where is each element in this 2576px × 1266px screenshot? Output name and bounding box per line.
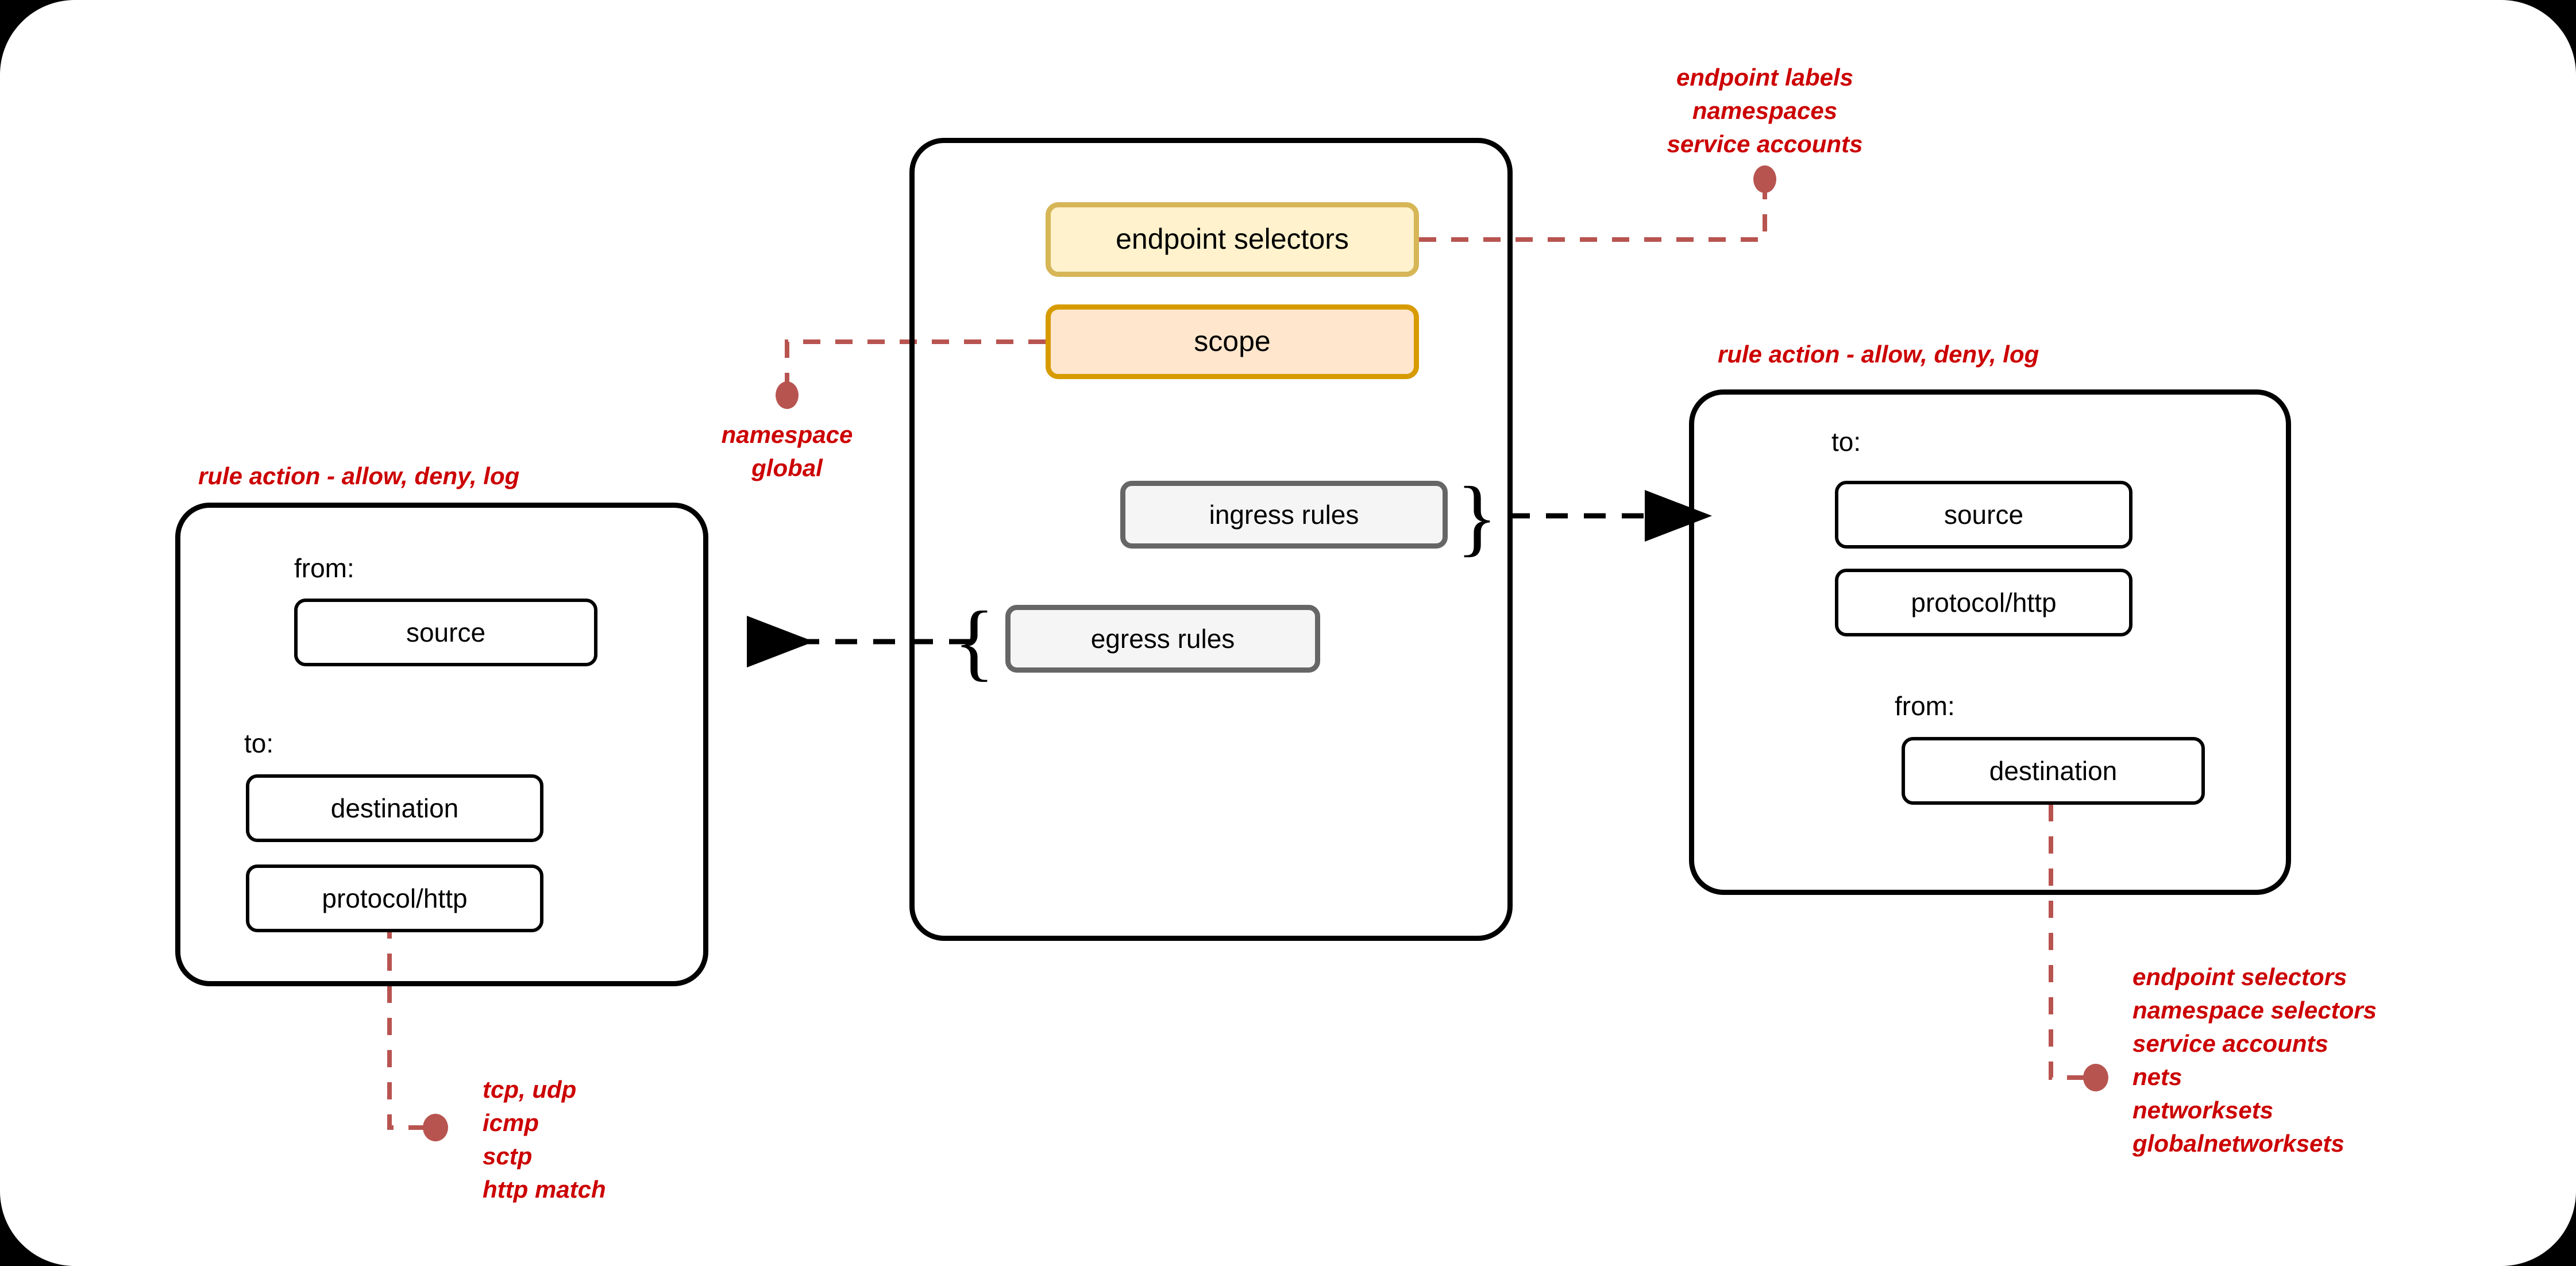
ingress-rules-node[interactable]: ingress rules [1120,481,1448,549]
endpoint-selectors-annotation: endpoint labels namespaces service accou… [1667,64,1863,157]
ingress-rule-action-annotation: rule action - allow, deny, log [1718,341,2039,368]
egress-to-label: to: [244,728,274,758]
scope-connector-dot [776,381,799,409]
ingress-rule-container[interactable] [1689,389,2291,895]
scope-node[interactable]: scope [1046,304,1419,379]
egress-rule-container[interactable] [175,503,708,986]
endpoint-selectors-connector-dot [1753,165,1776,193]
ingress-destination-node[interactable]: destination [1902,737,2205,805]
egress-source-node[interactable]: source [294,599,597,666]
egress-brace: { [954,594,995,689]
scope-annotation: namespace global [721,421,853,481]
egress-rules-node[interactable]: egress rules [1005,605,1320,673]
egress-destination-node[interactable]: destination [246,774,543,842]
ingress-from-label: from: [1895,691,1955,721]
protocol-connector-dot [423,1114,448,1141]
ingress-protocol-node[interactable]: protocol/http [1835,569,2132,636]
egress-protocol-node[interactable]: protocol/http [246,864,543,932]
destination-connector [2049,804,2094,1080]
egress-from-label: from: [294,553,354,583]
protocol-annotation: tcp, udp icmp sctp http match [483,1076,606,1203]
destination-connector-dot [2083,1064,2108,1091]
endpoint-selectors-node[interactable]: endpoint selectors [1046,202,1419,277]
scope-connector [785,339,1046,393]
destination-annotation: endpoint selectors namespace selectors s… [2132,963,2377,1157]
endpoint-selectors-connector [1419,178,1767,242]
protocol-connector [387,921,434,1130]
egress-rule-action-annotation: rule action - allow, deny, log [198,462,520,489]
policy-container[interactable] [909,138,1513,941]
ingress-to-label: to: [1831,427,1861,457]
ingress-source-node[interactable]: source [1835,481,2132,549]
ingress-brace: } [1456,469,1498,565]
